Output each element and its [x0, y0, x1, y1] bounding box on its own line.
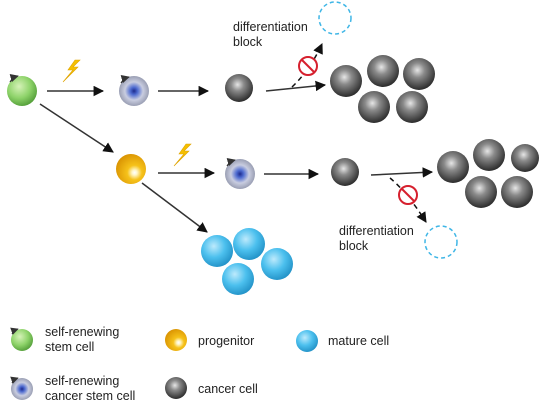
arrow-cancer-to-cluster — [265, 80, 327, 92]
cancer-cell-cluster-top — [330, 55, 435, 123]
arrow-cancer-to-cluster-middle — [370, 167, 434, 178]
legend-progenitor: progenitor — [165, 329, 254, 351]
mature-cell-cluster — [201, 228, 293, 295]
block-label-bottom: differentiation block — [339, 224, 417, 253]
legend-progenitor-label: progenitor — [198, 334, 254, 348]
cancer-stem-cell-top — [119, 75, 149, 106]
progenitor-cell — [116, 154, 146, 184]
missing-mature-cell-top — [318, 1, 352, 35]
blocked-path-top — [291, 43, 323, 88]
block-label-top: differentiation block — [233, 20, 311, 49]
legend-mature: mature cell — [296, 330, 389, 352]
svg-text:self-renewing cancer s: self-renewing cancer stem cell — [45, 374, 135, 403]
block-symbol-bottom — [398, 185, 418, 205]
self-renew-arc-icon — [120, 75, 130, 84]
arrow-progenitor-to-mature — [141, 182, 208, 233]
block-label-bottom-line1: differentiation — [339, 224, 414, 238]
arrow-stem-to-progenitor — [39, 103, 114, 153]
lightning-icon — [62, 59, 81, 83]
stem-cell-origin — [7, 74, 37, 106]
lightning-icon — [173, 143, 192, 167]
legend: self-renewing stem cell progenitor matur… — [10, 325, 389, 403]
self-renew-arc-icon — [10, 327, 19, 335]
cancer-stem-cell-middle — [225, 158, 255, 189]
cancer-cell-middle — [331, 158, 359, 186]
self-renew-arc-icon — [9, 74, 19, 83]
cancer-cell-top — [225, 74, 253, 102]
self-renew-arc-icon — [226, 158, 236, 167]
block-label-top-line2: block — [233, 35, 263, 49]
legend-csc-line2: cancer stem cell — [45, 389, 135, 403]
legend-cancer-stem-cell: self-renewing cancer stem cell — [10, 374, 135, 403]
legend-stem-cell: self-renewing stem cell — [10, 325, 123, 354]
missing-mature-cell-bottom — [424, 225, 458, 259]
self-renew-arc-icon — [10, 376, 19, 384]
block-label-top-line1: differentiation — [233, 20, 308, 34]
legend-stem-line2: stem cell — [45, 340, 94, 354]
cancer-cell-cluster-middle — [437, 139, 539, 208]
blocked-path-bottom — [389, 177, 427, 223]
block-label-bottom-line2: block — [339, 239, 369, 253]
svg-text:self-renewing stem cel: self-renewing stem cell — [45, 325, 123, 354]
legend-cancer-cell: cancer cell — [165, 377, 258, 399]
legend-mature-label: mature cell — [328, 334, 389, 348]
legend-stem-line1: self-renewing — [45, 325, 119, 339]
block-symbol-top — [298, 56, 318, 76]
legend-csc-line1: self-renewing — [45, 374, 119, 388]
legend-cancer-label: cancer cell — [198, 382, 258, 396]
